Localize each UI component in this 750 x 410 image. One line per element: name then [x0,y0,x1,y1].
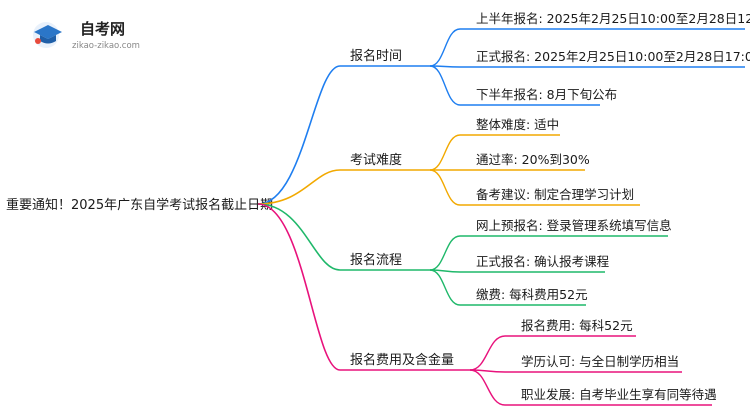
logo-name: 自考网 [80,20,125,38]
leaf-node: 上半年报名: 2025年2月25日10:00至2月28日12:00 [429,11,750,67]
leaf-node: 网上预报名: 登录管理系统填写信息 [429,218,672,271]
leaf-connector [429,269,586,306]
leaf-label: 网上预报名: 登录管理系统填写信息 [476,218,672,233]
branch-signup-time: 报名时间 上半年报名: 2025年2月25日10:00至2月28日12:00 正… [257,11,750,205]
leaf-label: 上半年报名: 2025年2月25日10:00至2月28日12:00 [476,11,750,26]
leaf-connector [429,169,640,206]
leaf-connector [429,235,668,271]
leaf-label: 职业发展: 自考毕业生享有同等待遇 [521,387,717,402]
leaf-node: 职业发展: 自考毕业生享有同等待遇 [469,369,717,406]
leaf-node: 整体难度: 适中 [429,117,560,171]
leaf-node: 报名费用: 每科52元 [469,318,636,371]
leaf-connector [429,28,745,67]
leaf-connector [429,65,600,106]
root-connector [257,169,341,205]
leaf-label: 下半年报名: 8月下旬公布 [476,87,617,102]
leaf-connector [469,369,712,406]
root-connector [257,203,341,271]
site-logo: 自考网 zikao-zikao.com [33,20,140,51]
branch-label: 考试难度 [350,152,402,168]
leaf-label: 通过率: 20%到30% [476,152,590,167]
leaf-node: 正式报名: 确认报考课程 [429,254,610,273]
leaf-node: 下半年报名: 8月下旬公布 [429,65,617,106]
leaf-node: 缴费: 每科费用52元 [429,269,588,306]
branch-label: 报名时间 [350,48,402,64]
logo-url: zikao-zikao.com [72,41,140,51]
branch-fees-and-value: 报名费用及含金量 报名费用: 每科52元 学历认可: 与全日制学历相当 职业发展… [257,203,717,406]
graduation-cap-icon [33,22,62,48]
leaf-node: 备考建议: 制定合理学习计划 [429,169,640,206]
root-topic: 重要通知！2025年广东自学考试报名截止日期 [6,197,273,213]
branch-label: 报名费用及含金量 [350,352,454,368]
leaf-connector [469,369,682,373]
leaf-label: 备考建议: 制定合理学习计划 [476,187,634,202]
leaf-connector [429,134,560,171]
leaf-label: 正式报名: 2025年2月25日10:00至2月28日17:00 [476,49,750,64]
leaf-label: 学历认可: 与全日制学历相当 [521,354,679,369]
leaf-connector [429,65,745,68]
leaf-label: 报名费用: 每科52元 [521,318,633,333]
root-connector [257,65,341,205]
leaf-node: 通过率: 20%到30% [430,152,590,171]
leaf-label: 正式报名: 确认报考课程 [476,254,610,269]
leaf-node: 学历认可: 与全日制学历相当 [469,354,682,373]
leaf-label: 缴费: 每科费用52元 [476,287,588,302]
leaf-connector [469,335,636,371]
root-connector [257,203,341,371]
leaf-label: 整体难度: 适中 [476,117,559,132]
branch-exam-difficulty: 考试难度 整体难度: 适中 通过率: 20%到30% 备考建议: 制定合理学习计… [257,117,640,206]
leaf-node: 正式报名: 2025年2月25日10:00至2月28日17:00 [429,49,750,68]
leaf-connector [429,269,605,273]
branch-signup-process: 报名流程 网上预报名: 登录管理系统填写信息 正式报名: 确认报考课程 缴费: … [257,203,672,306]
branch-label: 报名流程 [350,252,402,268]
